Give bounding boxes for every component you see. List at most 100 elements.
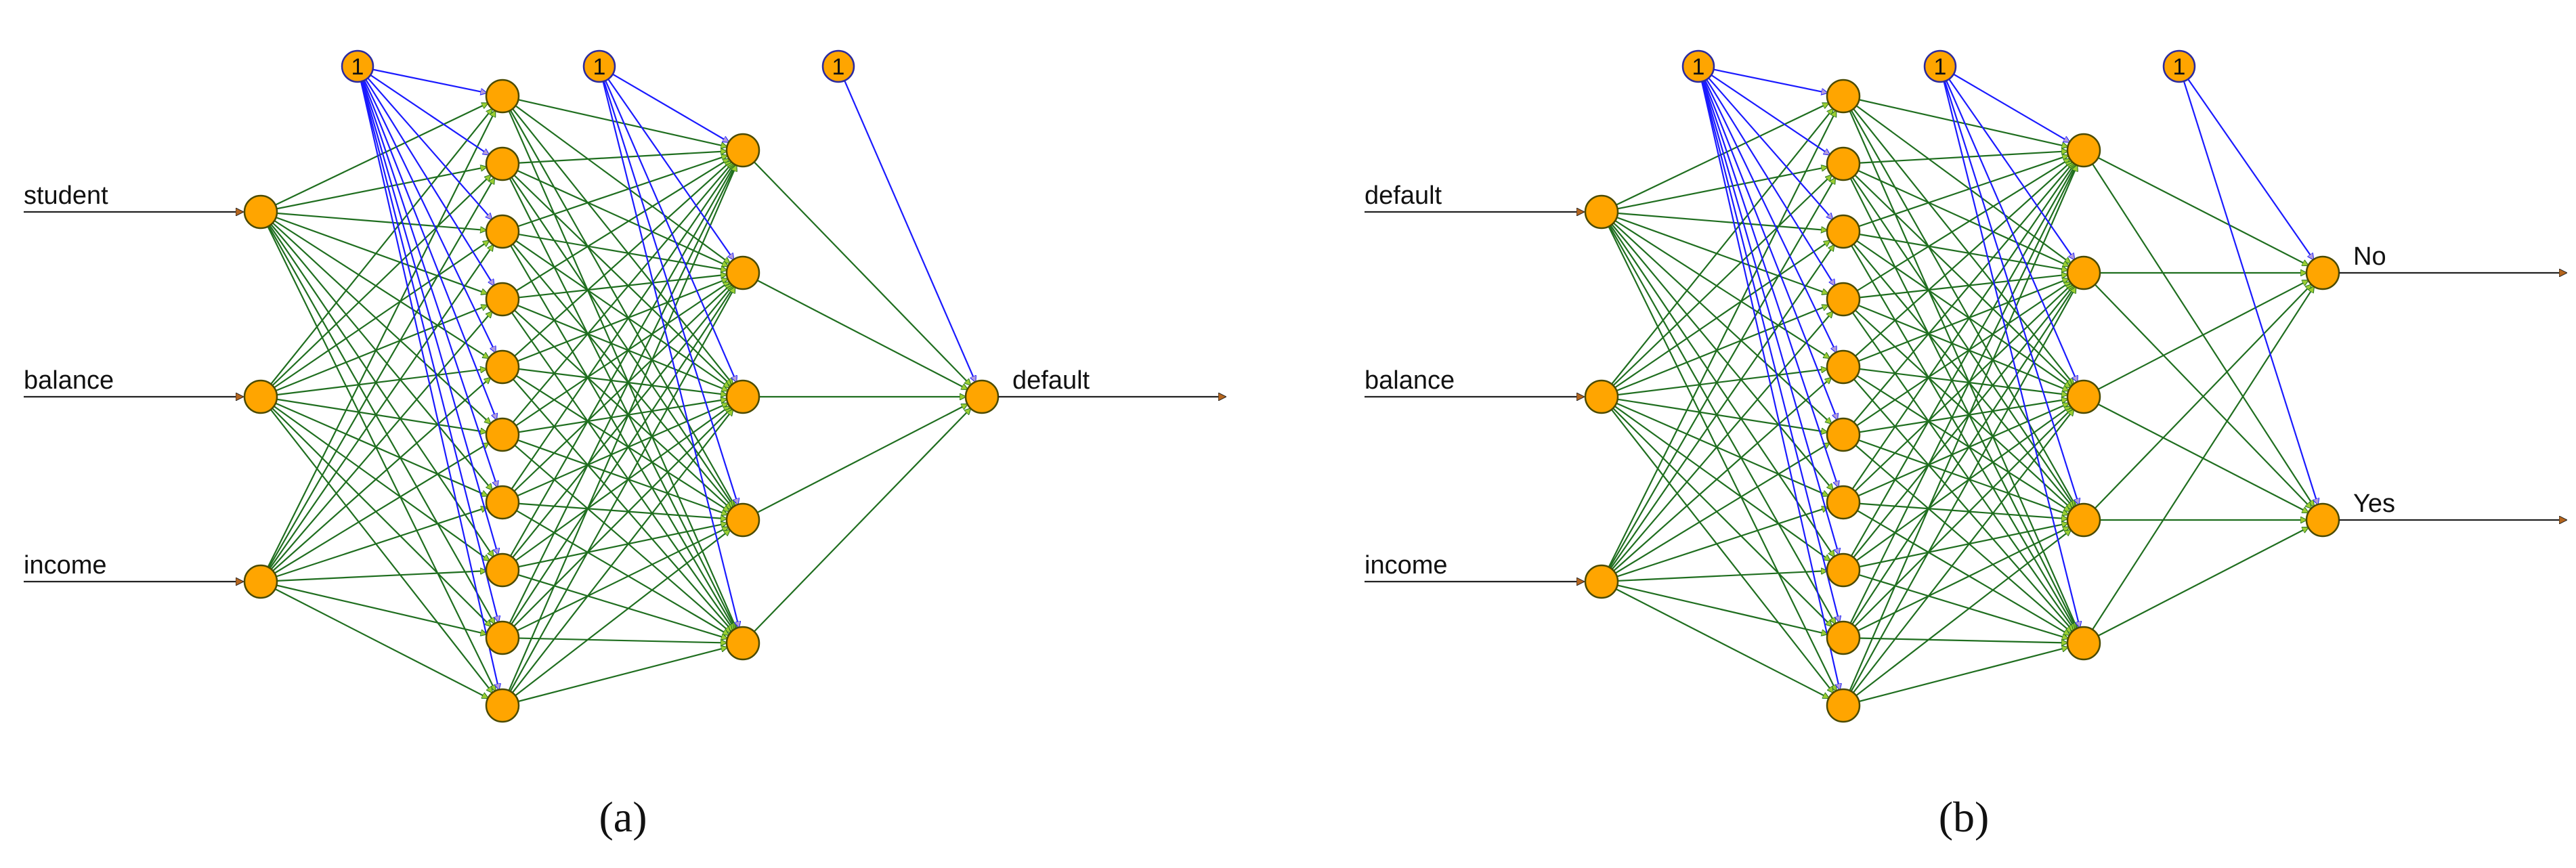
output-node bbox=[2305, 502, 2340, 538]
output-node bbox=[964, 379, 1000, 414]
weight-edge bbox=[742, 404, 968, 521]
hidden-node-layer1 bbox=[485, 79, 520, 114]
weight-edge bbox=[260, 378, 490, 582]
hidden-node-layer1 bbox=[485, 282, 520, 317]
weight-edge bbox=[260, 369, 486, 398]
input-node bbox=[243, 379, 278, 414]
hidden-node-layer1 bbox=[485, 214, 520, 249]
input-node bbox=[1584, 379, 1619, 414]
weight-edges bbox=[1601, 95, 2314, 707]
weight-edge bbox=[260, 571, 486, 583]
weight-edge bbox=[502, 95, 730, 263]
bias-edge bbox=[598, 66, 736, 382]
hidden-node-layer2 bbox=[725, 255, 760, 290]
weight-edge bbox=[1843, 95, 2071, 263]
weight-edge bbox=[502, 404, 728, 504]
weight-edge bbox=[1843, 286, 2074, 571]
weight-edge bbox=[1843, 299, 2074, 630]
bias-edge bbox=[837, 66, 975, 382]
hidden-node-layer2 bbox=[725, 379, 760, 414]
hidden-node-layer1 bbox=[1826, 485, 1861, 520]
weight-edge bbox=[260, 395, 488, 496]
weight-edge bbox=[1843, 165, 2076, 571]
hidden-node-layer1 bbox=[1826, 349, 1861, 385]
weight-edge bbox=[260, 396, 489, 561]
weight-edge bbox=[502, 527, 728, 638]
bias-edge bbox=[1939, 66, 2069, 142]
bias-edge bbox=[356, 66, 496, 420]
hidden-node-layer1 bbox=[1826, 417, 1861, 452]
weight-edge bbox=[260, 396, 492, 693]
weight-edge bbox=[502, 162, 728, 266]
input-label: default bbox=[1365, 181, 1442, 210]
input-node bbox=[243, 564, 278, 599]
weight-edge bbox=[260, 211, 487, 294]
hidden-node-layer1 bbox=[485, 688, 520, 723]
weight-edge bbox=[2083, 150, 2309, 267]
weight-edge bbox=[260, 311, 492, 582]
weight-edge bbox=[1601, 395, 1828, 496]
bias-edge bbox=[356, 66, 497, 487]
bias-edge bbox=[598, 66, 738, 504]
weight-edge bbox=[1601, 211, 1827, 230]
hidden-node-layer1 bbox=[485, 349, 520, 385]
weight-edge bbox=[502, 159, 729, 300]
weight-edge bbox=[260, 443, 488, 582]
weight-edge bbox=[502, 299, 733, 630]
weight-edge bbox=[502, 406, 730, 571]
weight-edge bbox=[501, 165, 736, 706]
weight-edge bbox=[742, 408, 970, 644]
weight-edge bbox=[502, 399, 727, 436]
bias-label: 1 bbox=[1934, 54, 1947, 80]
weight-edge bbox=[502, 284, 731, 503]
input-label: balance bbox=[1365, 366, 1455, 395]
weight-edge bbox=[1843, 151, 2067, 165]
hidden-node-layer2 bbox=[2066, 379, 2101, 414]
hidden-node-layer1 bbox=[1826, 282, 1861, 317]
bias-node bbox=[1681, 49, 1715, 83]
weight-edge bbox=[1843, 404, 2069, 504]
weight-edge bbox=[502, 286, 733, 571]
bias-edge bbox=[1698, 66, 1837, 352]
bias-label: 1 bbox=[2173, 54, 2186, 80]
bias-edge bbox=[1698, 66, 1830, 155]
weight-edge bbox=[2083, 286, 2314, 644]
weight-edge bbox=[502, 163, 731, 385]
weight-edge bbox=[1601, 241, 1830, 397]
weight-edge bbox=[502, 164, 733, 503]
bias-node bbox=[582, 49, 616, 83]
weight-edge bbox=[502, 287, 735, 706]
weight-edge bbox=[260, 211, 494, 557]
bias-node bbox=[2162, 49, 2196, 83]
weight-edge bbox=[1843, 530, 2071, 706]
weight-edge bbox=[260, 395, 486, 432]
weight-edge bbox=[1843, 159, 2070, 300]
bias-edge bbox=[356, 66, 499, 690]
weight-edge bbox=[260, 305, 488, 398]
weight-edge bbox=[502, 156, 727, 233]
weight-edge bbox=[502, 163, 737, 629]
weight-edge bbox=[502, 647, 727, 707]
weight-edge bbox=[2083, 396, 2309, 513]
weight-edge bbox=[502, 161, 731, 368]
weight-edge bbox=[1843, 299, 2071, 509]
output-label: default bbox=[1012, 366, 1090, 395]
input-label: income bbox=[1365, 551, 1448, 580]
hidden-node-layer1 bbox=[1826, 214, 1861, 249]
bias-node bbox=[341, 49, 374, 83]
bias-label: 1 bbox=[351, 54, 364, 80]
weight-edge bbox=[1843, 231, 2076, 629]
bias-edge bbox=[1939, 66, 2080, 628]
hidden-node-layer1 bbox=[1826, 620, 1861, 655]
input-node bbox=[1584, 564, 1619, 599]
weight-edge bbox=[260, 109, 492, 397]
weight-edge bbox=[1601, 110, 1837, 582]
weight-edge bbox=[1843, 284, 2072, 503]
weight-edge bbox=[502, 286, 734, 638]
weight-edge bbox=[1843, 95, 2074, 384]
weight-edge bbox=[502, 275, 727, 301]
